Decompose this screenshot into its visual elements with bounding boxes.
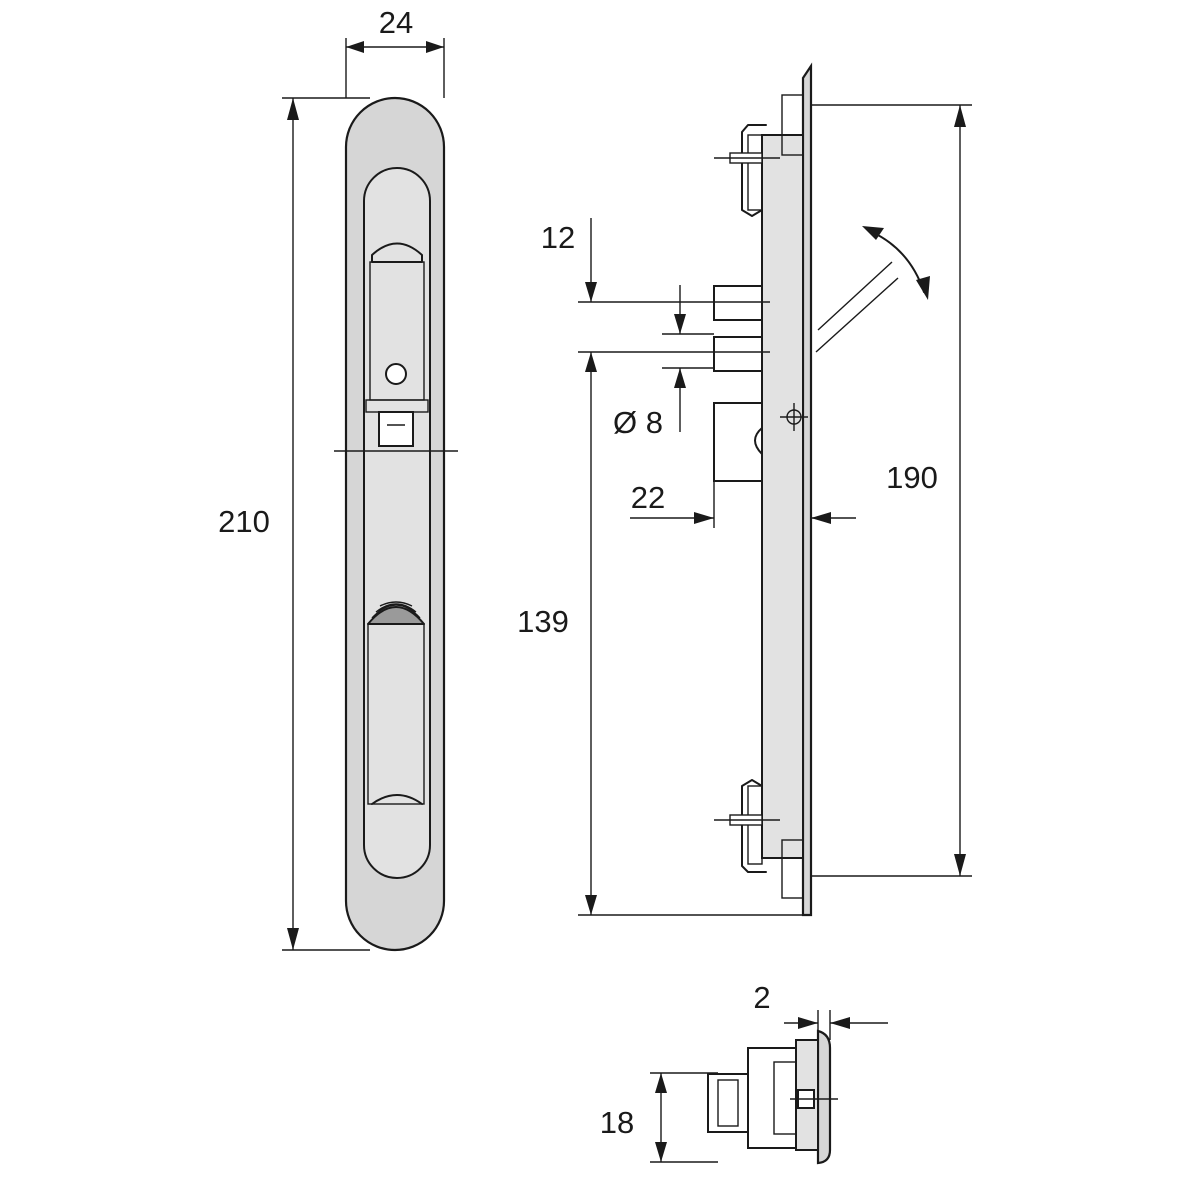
dim-18-label: 18 — [600, 1105, 634, 1140]
side-swing-arrow-1 — [862, 226, 884, 240]
front-catch — [378, 411, 414, 447]
side-top-block — [781, 94, 804, 156]
side-bottom-block — [781, 839, 804, 899]
section-body — [747, 1047, 797, 1149]
side-latch — [713, 402, 763, 482]
dim-2-label: 2 — [753, 980, 770, 1015]
side-swing-line-1 — [817, 261, 893, 331]
section-bolt — [707, 1073, 749, 1133]
dim-height-label: 210 — [218, 504, 270, 539]
section-body-inner — [773, 1061, 797, 1135]
dim-139-label: 139 — [517, 604, 569, 639]
dim-diameter-arrow-bottom — [674, 368, 686, 388]
side-bolt-upper — [713, 285, 763, 321]
front-slider-lower — [367, 623, 425, 805]
dim-width-label: 24 — [379, 5, 413, 40]
dim-22-label: 22 — [631, 480, 665, 515]
front-lock-hole — [385, 363, 407, 385]
dim-height-arrow-bottom — [287, 928, 299, 950]
dim-12-arrow — [585, 282, 597, 302]
dim-139-arrow-top — [585, 352, 597, 372]
side-latch-notch — [754, 427, 763, 455]
dim-height-arrow-top — [287, 98, 299, 120]
dim-139-arrow-bottom — [585, 895, 597, 915]
front-view: 24 210 — [218, 5, 458, 952]
dim-2-arrow-right — [830, 1017, 850, 1029]
section-plate — [816, 1029, 832, 1165]
section-bolt-inner — [717, 1079, 739, 1127]
dim-190-label: 190 — [886, 460, 938, 495]
side-swing-arc — [871, 231, 925, 293]
dim-12-label: 12 — [541, 220, 575, 255]
side-top-bracket-inner — [747, 134, 763, 211]
dim-22-arrow-right — [811, 512, 831, 524]
dim-width-arrow-left — [346, 41, 364, 53]
dim-18-arrow-top — [655, 1073, 667, 1093]
dim-190-arrow-bottom — [954, 854, 966, 876]
side-bolt-lower — [713, 336, 763, 372]
side-swing-line-2 — [815, 277, 899, 353]
dim-width-arrow-right — [426, 41, 444, 53]
dim-18-arrow-bottom — [655, 1142, 667, 1162]
dim-190-arrow-top — [954, 105, 966, 127]
section-view: 2 18 — [600, 980, 888, 1165]
front-bottom-lip — [371, 794, 423, 805]
dim-diameter-label: Ø 8 — [613, 405, 663, 440]
side-face-plate — [801, 62, 813, 917]
front-recess — [363, 167, 431, 879]
side-view: 12 Ø 8 22 139 190 — [517, 62, 972, 917]
dim-22-arrow-left — [694, 512, 714, 524]
dim-diameter-arrow-top — [674, 314, 686, 334]
front-grip-ribs — [371, 601, 421, 619]
dim-2-arrow-left — [798, 1017, 818, 1029]
side-body — [761, 134, 804, 859]
side-swing-arrow-2 — [916, 276, 930, 300]
front-top-lip — [371, 242, 423, 263]
